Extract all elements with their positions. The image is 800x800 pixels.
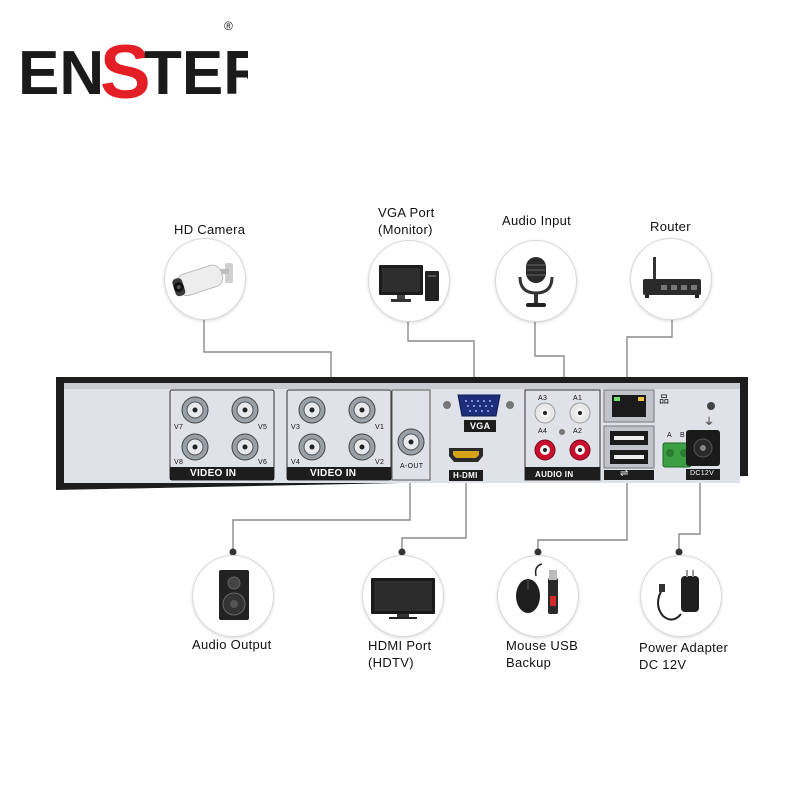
bnc-label-v8: V8 [174, 459, 184, 466]
microphone-icon [518, 257, 554, 307]
computer-monitor-icon [379, 265, 439, 302]
aout-label: A-OUT [400, 463, 424, 470]
brand-logo: EN S TER ® [18, 19, 248, 108]
audio-jack-a1: A1 [573, 395, 583, 402]
label-hd-camera: HD Camera [174, 222, 246, 237]
label-hdmi-port-line1: HDMI Port [368, 638, 432, 653]
power-adapter-badge [640, 555, 722, 637]
bnc-label-v2: V2 [375, 459, 385, 466]
connector-router [626, 316, 673, 395]
vga-port-label: VGA [470, 421, 491, 431]
hdmi-port-badge [362, 555, 444, 637]
connector-vga [407, 318, 475, 398]
connector-hdmi [401, 470, 467, 552]
bnc-label-v7: V7 [174, 424, 184, 431]
registered-mark: ® [224, 19, 233, 33]
dc12v-label: DC12V [690, 470, 715, 477]
brand-name-part3: TER [144, 39, 248, 108]
label-audio-input: Audio Input [502, 213, 572, 228]
label-hdmi-port-line2: (HDTV) [368, 655, 414, 670]
vga-port-badge [368, 240, 450, 322]
bnc-label-v4: V4 [291, 459, 301, 466]
hd-camera-badge [164, 238, 246, 320]
audio-jack-a4: A4 [538, 428, 548, 435]
speaker-icon [219, 570, 249, 620]
power-adapter-icon [657, 570, 699, 621]
bnc-label-v3: V3 [291, 424, 301, 431]
audio-jack-a3: A3 [538, 395, 548, 402]
terminal-label-a: A [667, 432, 672, 439]
bnc-label-v5: V5 [258, 424, 268, 431]
label-router: Router [650, 219, 691, 234]
usb-symbol: ⇌ [620, 468, 629, 479]
label-vga-port-line1: VGA Port [378, 205, 435, 220]
audio-output-badge [192, 555, 274, 637]
audio-in-label: AUDIO IN [535, 470, 574, 479]
video-in-label-left: VIDEO IN [190, 468, 237, 479]
tv-icon [371, 578, 435, 619]
connector-audio-output [232, 470, 411, 552]
network-symbol: 品 [659, 395, 670, 406]
brand-name-part1: EN [18, 39, 104, 108]
connector-power [678, 470, 701, 552]
router-badge [630, 238, 712, 320]
connector-hd-camera [203, 316, 332, 412]
label-power-adapter-line2: DC 12V [639, 657, 687, 672]
label-power-adapter-line1: Power Adapter [639, 640, 729, 655]
label-mouse-usb-line2: Backup [506, 655, 552, 670]
brand-name-part2: S [100, 30, 151, 108]
audio-jack-a2: A2 [573, 428, 583, 435]
bullet-camera-icon [172, 263, 233, 297]
label-audio-output: Audio Output [192, 637, 272, 652]
label-vga-port-line2: (Monitor) [378, 222, 433, 237]
hdmi-port-label: H-DMI [453, 471, 478, 480]
label-mouse-usb-line1: Mouse USB [506, 638, 579, 653]
ground-symbol: ⏚ [704, 417, 715, 428]
terminal-label-b: B [680, 432, 685, 439]
bnc-label-v6: V6 [258, 459, 268, 466]
bnc-label-v1: V1 [375, 424, 385, 431]
mouse-usb-icon [516, 563, 558, 614]
router-icon [643, 257, 701, 298]
audio-input-badge [495, 240, 577, 322]
mouse-usb-badge [497, 555, 579, 637]
connector-usb [537, 470, 628, 552]
video-in-label-right: VIDEO IN [310, 468, 357, 479]
